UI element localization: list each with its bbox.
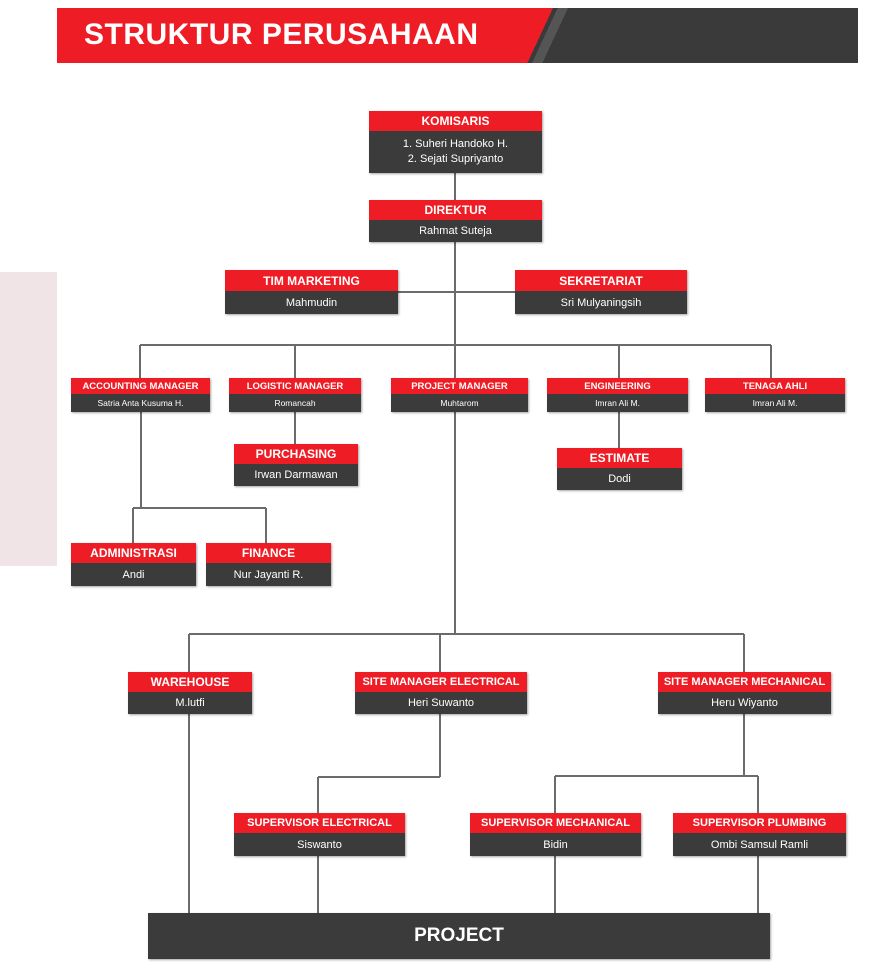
node-name: 1. Suheri Handoko H. [402, 138, 509, 150]
node-project: PROJECT [148, 913, 770, 959]
node-title: ESTIMATE [557, 448, 682, 468]
node-sekretariat: SEKRETARIAT Sri Mulyaningsih [515, 270, 687, 314]
node-name: 2. Sejati Supriyanto [407, 153, 504, 165]
node-title: SUPERVISOR PLUMBING [673, 813, 846, 833]
node-tenaga-ahli: TENAGA AHLI Imran Ali M. [705, 378, 845, 412]
node-title: FINANCE [206, 543, 331, 563]
node-title: PURCHASING [234, 444, 358, 464]
header-banner [57, 8, 858, 63]
node-name: Mahmudin [225, 291, 398, 314]
node-name: Heru Wiyanto [658, 692, 831, 714]
node-supervisor-electrical: SUPERVISOR ELECTRICAL Siswanto [234, 813, 405, 856]
node-finance: FINANCE Nur Jayanti R. [206, 543, 331, 586]
node-supervisor-mechanical: SUPERVISOR MECHANICAL Bidin [470, 813, 641, 856]
page-title: STRUKTUR PERUSAHAAN [84, 18, 479, 51]
node-title: WAREHOUSE [128, 672, 252, 692]
node-komisaris: KOMISARIS 1. Suheri Handoko H. 2. Sejati… [369, 111, 542, 173]
node-title: SUPERVISOR ELECTRICAL [234, 813, 405, 833]
node-name: Siswanto [234, 833, 405, 856]
node-name: Nur Jayanti R. [206, 563, 331, 586]
node-title: SEKRETARIAT [515, 270, 687, 291]
header-stripe [520, 8, 580, 63]
node-name: Satria Anta Kusuma H. [71, 394, 210, 412]
node-direktur: DIREKTUR Rahmat Suteja [369, 200, 542, 242]
node-supervisor-plumbing: SUPERVISOR PLUMBING Ombi Samsul Ramli [673, 813, 846, 856]
node-purchasing: PURCHASING Irwan Darmawan [234, 444, 358, 486]
node-tim-marketing: TIM MARKETING Mahmudin [225, 270, 398, 314]
node-title: SITE MANAGER MECHANICAL [658, 672, 831, 692]
node-name: Dodi [557, 468, 682, 490]
node-name: Bidin [470, 833, 641, 856]
node-title: ADMINISTRASI [71, 543, 196, 563]
node-title: ACCOUNTING MANAGER [71, 378, 210, 394]
node-name: Sri Mulyaningsih [515, 291, 687, 314]
node-name: Ombi Samsul Ramli [673, 833, 846, 856]
node-name: Rahmat Suteja [369, 220, 542, 242]
node-title: KOMISARIS [369, 111, 542, 131]
node-estimate: ESTIMATE Dodi [557, 448, 682, 490]
node-project-manager: PROJECT MANAGER Muhtarom [391, 378, 528, 412]
node-administrasi: ADMINISTRASI Andi [71, 543, 196, 586]
node-title: DIREKTUR [369, 200, 542, 220]
node-title: TENAGA AHLI [705, 378, 845, 394]
node-title: SUPERVISOR MECHANICAL [470, 813, 641, 833]
node-warehouse: WAREHOUSE M.lutfi [128, 672, 252, 714]
node-site-manager-electrical: SITE MANAGER ELECTRICAL Heri Suwanto [355, 672, 527, 714]
node-accounting-manager: ACCOUNTING MANAGER Satria Anta Kusuma H. [71, 378, 210, 412]
node-name: Heri Suwanto [355, 692, 527, 714]
node-engineering: ENGINEERING Imran Ali M. [547, 378, 688, 412]
node-name: Irwan Darmawan [234, 464, 358, 486]
node-name: M.lutfi [128, 692, 252, 714]
node-name: Imran Ali M. [547, 394, 688, 412]
node-name: Romancah [229, 394, 361, 412]
node-name: Imran Ali M. [705, 394, 845, 412]
node-title: ENGINEERING [547, 378, 688, 394]
side-panel [0, 272, 57, 566]
node-names: 1. Suheri Handoko H. 2. Sejati Supriyant… [369, 131, 542, 173]
node-name: Andi [71, 563, 196, 586]
node-title: TIM MARKETING [225, 270, 398, 291]
node-title: PROJECT MANAGER [391, 378, 528, 394]
node-site-manager-mechanical: SITE MANAGER MECHANICAL Heru Wiyanto [658, 672, 831, 714]
node-name: Muhtarom [391, 394, 528, 412]
node-title: LOGISTIC MANAGER [229, 378, 361, 394]
node-logistic-manager: LOGISTIC MANAGER Romancah [229, 378, 361, 412]
node-title: SITE MANAGER ELECTRICAL [355, 672, 527, 692]
